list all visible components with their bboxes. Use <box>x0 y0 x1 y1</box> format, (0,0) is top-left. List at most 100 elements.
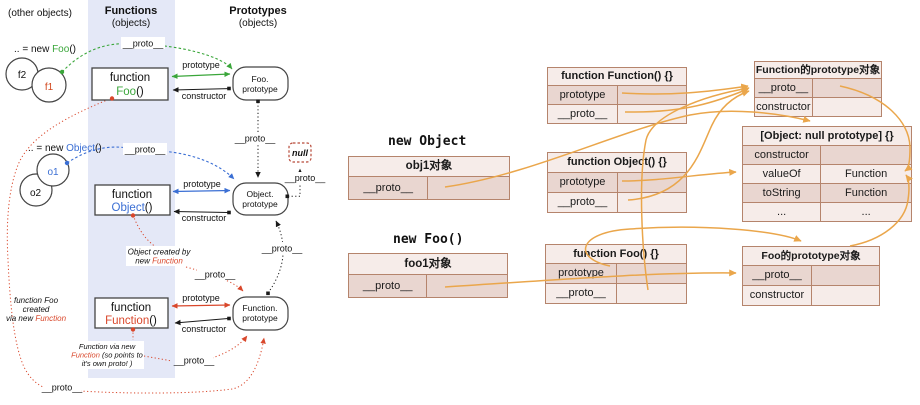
table-title: foo1对象 <box>349 254 507 275</box>
proto-label-bottom: __proto__ <box>41 383 84 393</box>
table-row: constructor <box>743 146 911 165</box>
constructor-label-foo: constructor <box>182 91 227 101</box>
arrow-foo-prototype-link <box>171 71 231 80</box>
circle-label-o1: o1 <box>47 167 59 178</box>
line-start-square <box>227 86 231 91</box>
table-cell-value <box>813 79 881 97</box>
table-row: __proto__ <box>743 266 879 286</box>
table-cell-label: __proto__ <box>548 105 618 123</box>
label-bg <box>126 246 192 266</box>
note-function-via-box <box>70 341 144 369</box>
circle-label-o2: o2 <box>30 188 42 199</box>
line-start-dot <box>130 327 136 332</box>
table-cell-label: constructor <box>743 286 812 305</box>
label-bg <box>197 268 233 280</box>
table-row: __proto__ <box>349 177 509 199</box>
table-row: __proto__ <box>755 79 881 98</box>
table-cell-label: valueOf <box>743 165 822 183</box>
table-cell-label: constructor <box>755 98 813 116</box>
function-prototype-line2: prototype <box>242 313 278 323</box>
object-circle-o2 <box>19 173 53 207</box>
table-function-prototype-object: Function的prototype对象__proto__constructor <box>754 61 882 117</box>
functions-column-band <box>88 0 175 378</box>
proto-label-f1: __proto__ <box>122 39 165 49</box>
foo-prototype-node <box>232 66 289 101</box>
new-foo-expression: .. = new Foo() <box>14 44 76 55</box>
note-foo-created-line1: function Foo <box>14 296 59 305</box>
table-cell-value <box>812 286 879 305</box>
table-function-foo: function Foo() {}prototype__proto__ <box>545 244 687 304</box>
object-prototype-line2: prototype <box>242 199 278 209</box>
circle-label-f2: f2 <box>18 70 27 81</box>
arrow-object-prototype-link <box>172 187 231 195</box>
header-functions-sub: (objects) <box>112 18 150 29</box>
line-start-square <box>285 194 290 199</box>
foo-prototype-line2: prototype <box>242 84 278 94</box>
line-start-dot <box>64 160 70 166</box>
function-foo-box-line1: function <box>110 72 150 84</box>
table-cell-value <box>618 173 686 192</box>
arrow-objectprototype-proto-to-null <box>288 168 303 197</box>
label-bg <box>238 132 273 144</box>
table-row: constructor <box>755 98 881 116</box>
table-cell-value: Function <box>845 187 888 199</box>
proto-label-function-via: __proto__ <box>173 356 216 366</box>
table-cell-value <box>618 105 686 123</box>
arrow-f1-proto-to-foo-prototype <box>61 43 233 73</box>
function-foo-box-line2: Foo() <box>116 86 144 98</box>
table-cell-value <box>618 86 686 104</box>
function-prototype-node <box>232 296 289 331</box>
label-bg <box>175 354 213 366</box>
note-function-via-line3: it's own proto! ) <box>82 359 133 368</box>
function-function-box-line1: function <box>111 302 151 314</box>
arrow-function-via-function <box>132 329 248 362</box>
proto-label-null: __proto__ <box>284 173 327 183</box>
table-row: __proto__ <box>548 193 686 212</box>
null-label: null <box>292 148 308 158</box>
note-function-via-line2: Function (so points to <box>71 351 143 360</box>
arrow-functionprototype-proto-to-objectprototype <box>267 220 284 294</box>
table-cell-label: __proto__ <box>349 177 429 199</box>
label-bg <box>286 172 325 184</box>
note-object-created-line2: new Function <box>135 257 183 266</box>
table-cell-label: prototype <box>548 86 618 104</box>
table-row: __proto__ <box>548 105 686 123</box>
table-cell-value <box>617 264 686 283</box>
table-title: function Object() {} <box>548 153 686 173</box>
new-foo-label: new Foo() <box>393 232 464 247</box>
object-prototype-node <box>232 182 289 216</box>
table-cell-value: ... <box>861 206 871 218</box>
arrow-object-created-by-function <box>132 214 244 292</box>
table-title: [Object: null prototype] {} <box>743 127 911 146</box>
foo-prototype-line1: Foo. <box>251 74 268 84</box>
line-start-dot <box>109 96 115 101</box>
line-start-dot <box>59 69 65 75</box>
table-cell-label: __proto__ <box>755 79 813 97</box>
table-cell-value <box>821 146 911 164</box>
label-bg <box>265 242 299 254</box>
prototype-label-foo: prototype <box>182 60 220 70</box>
table-cell-label: toString <box>743 184 822 202</box>
table-title: function Foo() {} <box>546 245 686 264</box>
table-cell-value <box>427 275 507 297</box>
note-foo-created-line3: via new Function <box>6 314 67 323</box>
header-functions: Functions <box>105 5 158 17</box>
function-object-box-line2: Object() <box>112 202 153 214</box>
table-row: __proto__ <box>546 284 686 303</box>
arrow-object-constructor-link <box>173 208 229 215</box>
table-row: constructor <box>743 286 879 305</box>
table-title: obj1对象 <box>349 157 509 177</box>
table-foo-prototype-object: Foo的prototype对象__proto__constructor <box>742 246 880 306</box>
constructor-label-function: constructor <box>182 324 227 334</box>
label-bg <box>121 37 165 49</box>
table-cell-value <box>813 98 881 116</box>
table-row: prototype <box>546 264 686 284</box>
arrow-function-constructor-link <box>174 318 229 326</box>
table-function-object: function Object() {}prototype__proto__ <box>547 152 687 213</box>
circle-label-f1: f1 <box>45 82 54 93</box>
table-cell-label: __proto__ <box>548 193 618 212</box>
function-function-box <box>94 297 169 329</box>
proto-label-o1: __proto__ <box>124 145 167 155</box>
